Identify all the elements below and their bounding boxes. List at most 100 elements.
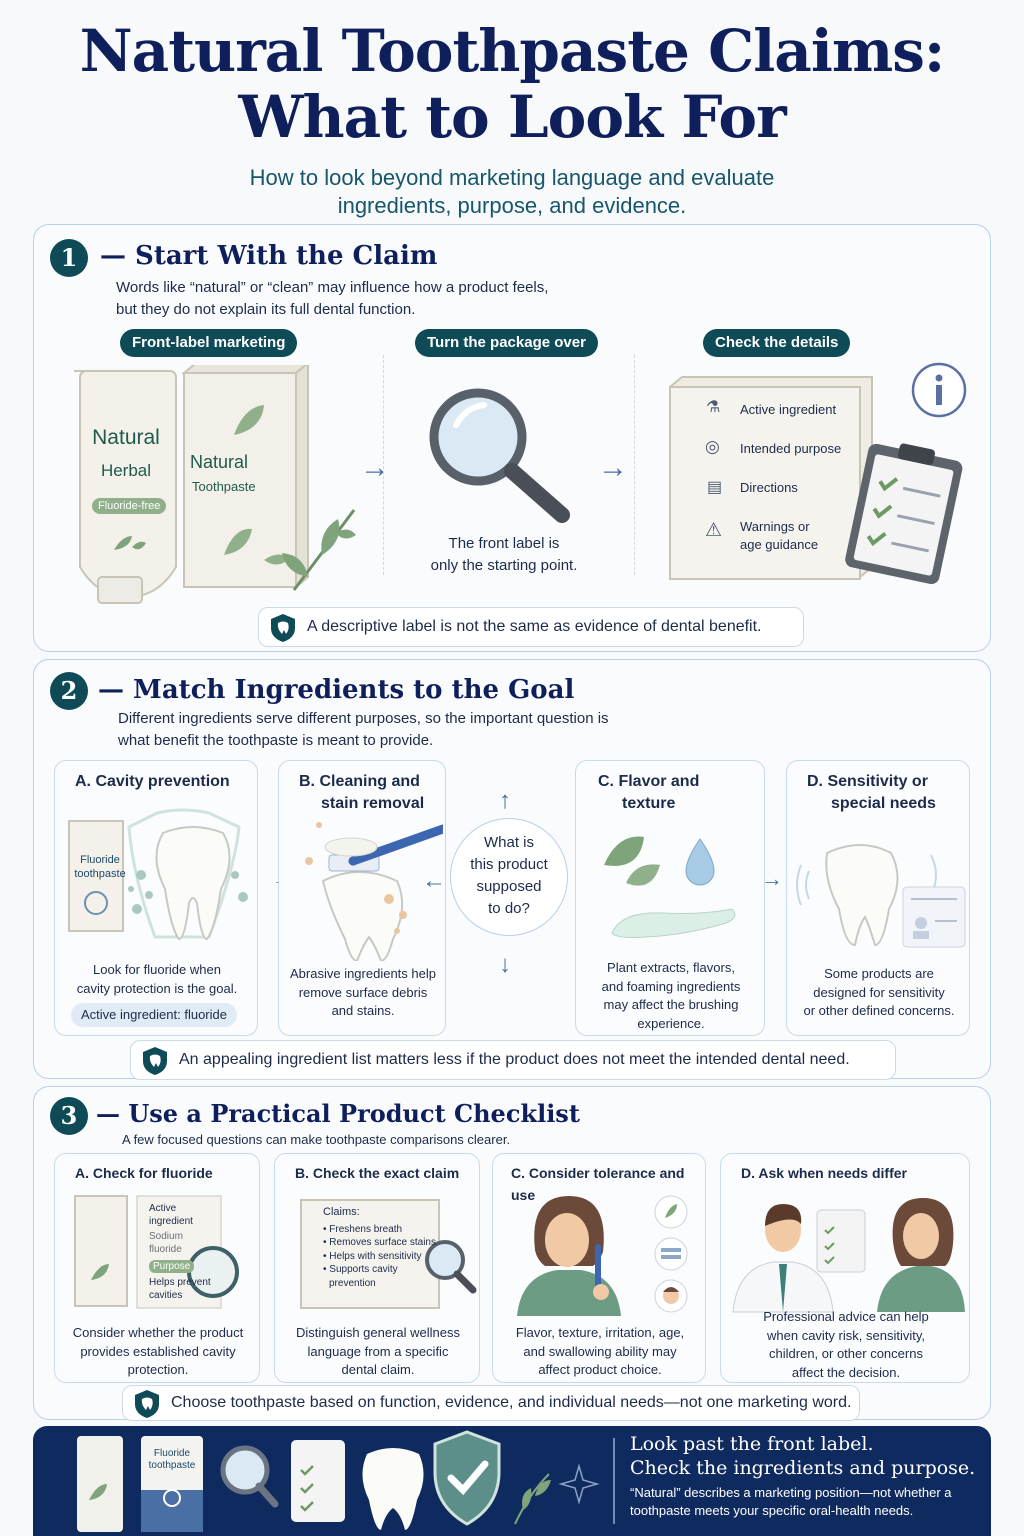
tube-label: Fluoride toothpaste (73, 853, 127, 881)
package-back-box (669, 376, 873, 580)
detail-warnings: Warnings or age guidance (740, 518, 818, 554)
footer-headline: Look past the front label. Check the ing… (630, 1432, 975, 1480)
card-check-claim: B. Check the exact claim Claims: • Fresh… (274, 1153, 480, 1383)
section-start-with-claim: 1 — Start With the Claim Words like “nat… (33, 224, 991, 652)
desc-line: Words like “natural” or “clean” may infl… (116, 279, 549, 296)
footer-divider (613, 1438, 615, 1524)
tube-badge-fluoride-free: Fluoride-free (92, 498, 167, 514)
card-text-line: designed for sensitivity (813, 984, 945, 1000)
arrow-right-icon: → (598, 451, 628, 484)
detail-intended-purpose: Intended purpose (740, 441, 842, 456)
tube-label-main: Natural (92, 426, 160, 449)
desc-line: Different ingredients serve different pu… (118, 710, 609, 727)
card-title: C. Consider tolerance and use (511, 1165, 685, 1203)
note-text: A descriptive label is not the same as e… (307, 618, 762, 635)
section-title-3: — Use a Practical Product Checklist (96, 1099, 580, 1128)
dentist-patient-icon (732, 1198, 965, 1313)
detail-line: age guidance (740, 537, 819, 552)
footer-tube-label-line: Fluoride (153, 1448, 191, 1459)
caption-line: only the starting point. (430, 557, 578, 574)
tube-label-sub: Herbal (100, 461, 152, 480)
section-practical-checklist: 3 — Use a Practical Product Checklist A … (33, 1086, 991, 1421)
footer-tube-label-line: toothpaste (148, 1460, 196, 1471)
detail-active-ingredient: Active ingredient (740, 402, 837, 417)
center-question-circle: What is this product supposed to do? (450, 818, 568, 936)
card-title-line: special needs (831, 795, 936, 812)
tag-active-ingredient: Active ingredient: fluoride (71, 1003, 237, 1027)
footer-banner: Fluoride toothpaste Look past the front … (33, 1426, 991, 1536)
claims-head: Claims: (323, 1206, 360, 1218)
card-cleaning-stain: B. Cleaning and stain removal Abrasive i… (278, 760, 446, 1036)
claim-item: • Freshens breath (323, 1223, 403, 1235)
section-desc-3: A few focused questions can make toothpa… (122, 1132, 511, 1147)
card-flavor-texture: C. Flavor and texture Plant extracts, fl… (575, 760, 765, 1036)
shield-tooth-icon (271, 614, 295, 642)
card-text-line: provides established cavity (80, 1343, 236, 1359)
claims-box-magnifier-icon (300, 1199, 477, 1309)
card-text-line: affect the decision. (791, 1364, 901, 1380)
desc-line: but they do not explain its full dental … (116, 301, 416, 318)
subtitle-line-2: ingredients, purpose, and evidence. (337, 193, 687, 218)
card-text-line: and stains. (331, 1003, 395, 1018)
label-badge: Purpose (149, 1260, 195, 1273)
card-cavity-prevention: A. Cavity prevention Fluoride toothpaste… (54, 760, 258, 1036)
title-line-2: What to Look For (238, 83, 786, 151)
warning-icon: ⚠ (705, 520, 723, 541)
card-text-line: Look for fluoride when (93, 962, 221, 977)
label-line: fluoride (149, 1244, 182, 1255)
card-title-line: D. Sensitivity or (807, 773, 928, 790)
section-number-3: 3 (50, 1097, 88, 1135)
card-text-line: Abrasive ingredients help (290, 966, 436, 981)
card-text-line: children, or other concerns (769, 1346, 923, 1361)
caption-line: The front label is (448, 535, 560, 552)
card-text-line: Professional advice can help (763, 1309, 929, 1324)
flask-icon: ⚗ (706, 399, 721, 416)
card-title: A. Cavity prevention (75, 773, 230, 790)
card-text-line: Some products are (824, 966, 934, 981)
footer-text: “Natural” describes a marketing position… (630, 1485, 952, 1518)
target-icon: ◎ (705, 437, 720, 456)
arrow-down-icon: ↓ (499, 951, 511, 978)
sensitive-tooth-icon (796, 844, 966, 948)
info-icon (911, 362, 967, 418)
note-descriptive-label: A descriptive label is not the same as e… (258, 607, 804, 647)
card-text: Plant extracts, flavors, and foaming ing… (576, 959, 766, 1033)
arrow-right-icon: → (761, 866, 783, 891)
card-text-line: and foaming ingredients (601, 978, 741, 994)
question-line: supposed (476, 878, 542, 895)
note-choose-toothpaste: Choose toothpaste based on function, evi… (122, 1385, 860, 1421)
pill-check-details: Check the details (703, 329, 851, 357)
section-title-2: — Match Ingredients to the Goal (98, 675, 575, 705)
card-text-line: Consider whether the product (72, 1325, 244, 1340)
card-title: B. Check the exact claim (295, 1165, 460, 1181)
card-text-line: Distinguish general wellness (295, 1325, 461, 1340)
card-text: Flavor, texture, irritation, age, and sw… (493, 1324, 707, 1380)
section-number-1: 1 (50, 239, 88, 277)
question-line: this product (470, 856, 548, 873)
card-title: B. Cleaning and stain removal (299, 771, 424, 815)
shield-tooth-icon (143, 1047, 167, 1075)
tube-label-line: toothpaste (74, 868, 126, 880)
note-ingredient-list: An appealing ingredient list matters les… (130, 1040, 896, 1080)
card-text: Consider whether the product provides es… (55, 1324, 261, 1380)
card-text-line: protection. (127, 1362, 189, 1377)
title-line-1: Natural Toothpaste Claims: (79, 17, 946, 85)
card-text-line: when cavity risk, sensitivity, (767, 1327, 925, 1343)
claim-item: • Supports cavity (323, 1264, 398, 1275)
page-subtitle: How to look beyond marketing language an… (0, 164, 1024, 220)
label-line: cavities (149, 1290, 183, 1301)
claim-item: • Removes surface stains (323, 1237, 436, 1248)
card-text-line: and swallowing ability may (523, 1343, 677, 1359)
card-text: Distinguish general wellness language fr… (275, 1324, 481, 1380)
claim-item: • Helps with sensitivity (323, 1250, 422, 1262)
question-line: to do? (488, 900, 530, 917)
card-title-line: texture (622, 795, 676, 812)
pill-turn-package: Turn the package over (415, 329, 598, 357)
fluoride-tube-tooth-icon (68, 808, 248, 941)
page-title: Natural Toothpaste Claims: What to Look … (0, 18, 1024, 150)
card-text: Professional advice can help when cavity… (721, 1308, 971, 1382)
detail-directions: Directions (740, 480, 798, 495)
arrow-up-icon: ↑ (499, 787, 511, 814)
card-title: D. Ask when needs differ (741, 1165, 907, 1181)
card-text-line: cavity protection is the goal. (76, 980, 238, 996)
